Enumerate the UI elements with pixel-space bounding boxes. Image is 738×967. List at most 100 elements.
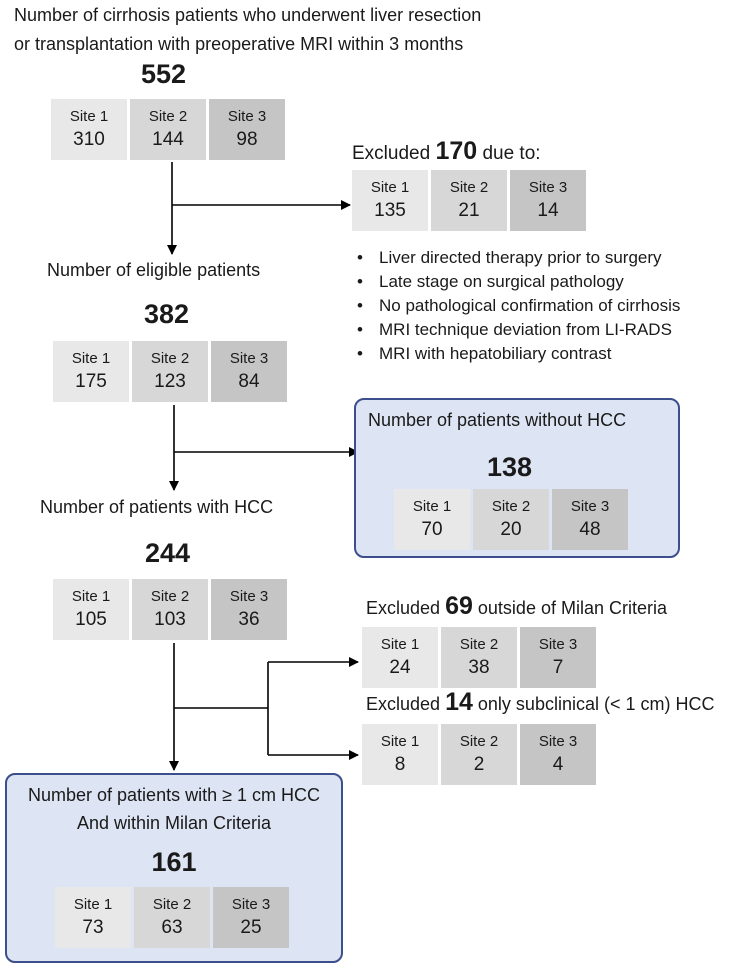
site-3-cell: Site 3 7 [520, 627, 596, 688]
total-382: 382 [144, 299, 190, 329]
exclusion-reasons-list: Liver directed therapy prior to surgery … [357, 246, 680, 366]
site-2-cell: Site 2 144 [130, 99, 206, 160]
excluded-count: 69 [445, 592, 473, 620]
site-value: 70 [421, 519, 443, 540]
site-label: Site 2 [148, 108, 188, 125]
exclusion-reason: MRI with hepatobiliary contrast [357, 342, 680, 366]
site-label: Site 2 [459, 733, 499, 750]
site-label: Site 1 [380, 733, 420, 750]
site-value: 84 [238, 371, 260, 392]
site-label: Site 3 [231, 896, 271, 913]
site-label: Site 2 [491, 498, 531, 515]
site-label: Site 2 [150, 588, 190, 605]
excluded-suffix: outside of Milan Criteria [477, 598, 667, 618]
site-label: Site 1 [73, 896, 113, 913]
site-value: 103 [154, 609, 186, 630]
site-value: 98 [236, 129, 258, 150]
site-1-cell: Site 1 70 [394, 489, 470, 550]
eligible-label: Number of eligible patients [47, 260, 261, 280]
total-244: 244 [145, 538, 191, 568]
header-line-2: or transplantation with preoperative MRI… [14, 34, 464, 54]
site-label: Site 3 [538, 733, 578, 750]
site-value: 135 [374, 200, 406, 221]
without-hcc-label: Number of patients without HCC [368, 410, 627, 430]
excluded-69-heading: Excluded 69 outside of Milan Criteria [366, 592, 667, 620]
site-value: 48 [579, 519, 601, 540]
site-label: Site 1 [71, 350, 111, 367]
site-value: 310 [73, 129, 105, 150]
excluded-14-heading: Excluded 14 only subclinical (< 1 cm) HC… [366, 690, 715, 715]
site-value: 175 [75, 371, 107, 392]
site-1-cell: Site 1 105 [53, 579, 129, 640]
site-value: 38 [468, 657, 490, 678]
site-counts-initial: Site 1 310 Site 2 144 Site 3 98 [51, 99, 285, 160]
site-label: Site 2 [449, 179, 489, 196]
site-value: 144 [152, 129, 184, 150]
site-label: Site 3 [227, 108, 267, 125]
excluded-170-heading: Excluded 170 due to: [352, 139, 541, 165]
header-line-1: Number of cirrhosis patients who underwe… [14, 5, 482, 25]
site-value: 63 [161, 917, 183, 938]
site-label: Site 3 [528, 179, 568, 196]
site-3-cell: Site 3 14 [510, 170, 586, 231]
site-value: 8 [394, 754, 406, 775]
site-1-cell: Site 1 73 [55, 887, 131, 948]
site-1-cell: Site 1 135 [352, 170, 428, 231]
site-label: Site 2 [152, 896, 192, 913]
site-3-cell: Site 3 84 [211, 341, 287, 402]
site-3-cell: Site 3 25 [213, 887, 289, 948]
site-label: Site 1 [69, 108, 109, 125]
exclusion-reason: No pathological confirmation of cirrhosi… [357, 294, 680, 318]
site-2-cell: Site 2 20 [473, 489, 549, 550]
site-counts-final: Site 1 73 Site 2 63 Site 3 25 [55, 887, 289, 948]
total-161: 161 [151, 847, 197, 877]
site-value: 105 [75, 609, 107, 630]
site-label: Site 1 [412, 498, 452, 515]
site-value: 73 [82, 917, 104, 938]
site-value: 14 [537, 200, 559, 221]
excluded-suffix: only subclinical (< 1 cm) HCC [477, 694, 715, 714]
site-1-cell: Site 1 310 [51, 99, 127, 160]
final-label-line-2: And within Milan Criteria [76, 813, 272, 833]
site-value: 7 [552, 657, 564, 678]
excluded-prefix: Excluded [352, 143, 431, 164]
excluded-prefix: Excluded [366, 598, 441, 618]
site-value: 20 [500, 519, 522, 540]
site-2-cell: Site 2 103 [132, 579, 208, 640]
exclusion-reason: Late stage on surgical pathology [357, 270, 680, 294]
site-1-cell: Site 1 175 [53, 341, 129, 402]
without-hcc-panel: Number of patients without HCC 138 Site … [354, 398, 680, 558]
site-1-cell: Site 1 8 [362, 724, 438, 785]
site-label: Site 1 [71, 588, 111, 605]
with-hcc-label: Number of patients with HCC [40, 497, 274, 517]
final-cohort-panel: Number of patients with ≥ 1 cm HCC And w… [5, 773, 343, 963]
exclusion-reason: MRI technique deviation from LI-RADS [357, 318, 680, 342]
site-label: Site 2 [150, 350, 190, 367]
site-2-cell: Site 2 63 [134, 887, 210, 948]
site-label: Site 3 [229, 588, 269, 605]
site-label: Site 3 [538, 636, 578, 653]
site-2-cell: Site 2 38 [441, 627, 517, 688]
total-138: 138 [487, 452, 533, 482]
site-value: 24 [389, 657, 411, 678]
site-3-cell: Site 3 98 [209, 99, 285, 160]
site-value: 4 [552, 754, 564, 775]
total-552: 552 [141, 59, 187, 89]
site-label: Site 3 [229, 350, 269, 367]
site-label: Site 1 [370, 179, 410, 196]
site-value: 25 [240, 917, 262, 938]
site-3-cell: Site 3 4 [520, 724, 596, 785]
site-label: Site 2 [459, 636, 499, 653]
excluded-suffix: due to: [482, 143, 541, 164]
final-label-line-1: Number of patients with ≥ 1 cm HCC [28, 785, 320, 805]
